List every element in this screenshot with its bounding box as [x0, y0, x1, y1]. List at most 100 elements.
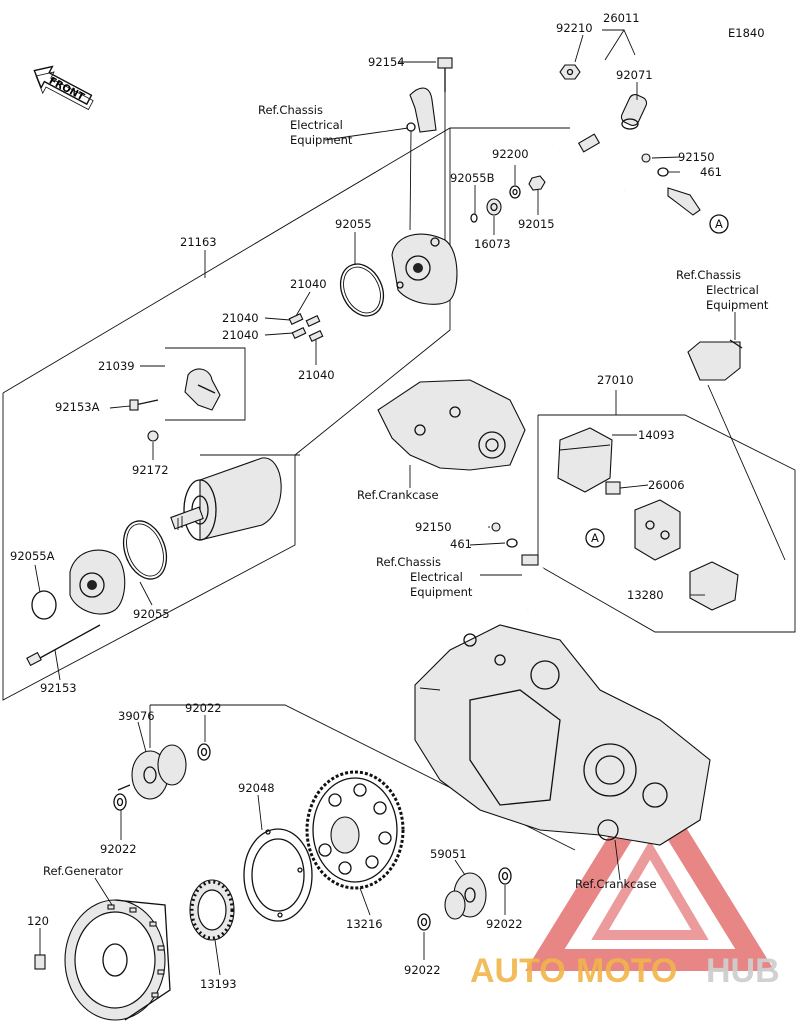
brushes-21040 — [288, 313, 324, 342]
label-92015: 92015 — [518, 217, 555, 231]
starter-clutch-gear-13216 — [305, 770, 405, 890]
ref-chassis-mid-line3: Equipment — [410, 585, 473, 599]
label-13216: 13216 — [346, 917, 383, 931]
gear-59051 — [444, 872, 487, 920]
oring-92055-lower — [122, 520, 168, 580]
ref-chassis-top-line1: Ref.Chassis — [258, 103, 323, 117]
label-13193: 13193 — [200, 977, 237, 991]
washer-92022-a — [197, 743, 211, 761]
label-13280: 13280 — [627, 588, 664, 602]
front-arrow-icon: FRONT — [33, 65, 94, 111]
starter-group-frame — [2, 127, 570, 701]
bolt-92154 — [437, 57, 453, 240]
nut-92210 — [559, 64, 581, 80]
watermark-hub: HUB — [706, 952, 780, 990]
terminal-A: A — [667, 187, 729, 234]
front-label: FRONT — [47, 76, 86, 104]
bolt-120 — [34, 940, 46, 970]
label-59051: 59051 — [430, 847, 467, 861]
label-461-mid: 461 — [450, 537, 472, 551]
ref-crankcase-mid: Ref.Crankcase — [357, 488, 439, 502]
label-120: 120 — [27, 914, 49, 928]
ref-chassis-top-line3: Equipment — [290, 133, 353, 147]
washer-92022-b — [113, 793, 127, 811]
label-92055-lower: 92055 — [133, 607, 170, 621]
watermark-auto: AUTO — [470, 952, 566, 990]
oring-92055-upper — [339, 263, 385, 317]
watermark-text: AUTO MOTO HUB — [470, 952, 780, 990]
ref-generator: Ref.Generator — [43, 864, 123, 878]
label-21040-a: 21040 — [290, 277, 327, 291]
crankcase-part-mid — [377, 379, 526, 488]
chassis-bracket-right — [687, 339, 786, 561]
label-39076: 39076 — [118, 709, 155, 723]
ref-chassis-top-line2: Electrical — [290, 118, 343, 132]
callout-A-mid: A — [591, 531, 599, 545]
label-26006: 26006 — [648, 478, 685, 492]
label-14093: 14093 — [638, 428, 675, 442]
ref-crankcase-bottom: Ref.Crankcase — [575, 877, 657, 891]
watermark-logo — [525, 769, 775, 971]
label-92150-top: 92150 — [678, 150, 715, 164]
seal-16073 — [486, 198, 502, 216]
ref-chassis-mid-line1: Ref.Chassis — [376, 555, 441, 569]
bracket-chassis-top — [406, 87, 437, 231]
label-461-top: 461 — [700, 165, 722, 179]
ref-chassis-right-line3: Equipment — [706, 298, 769, 312]
ref-chassis-right-line2: Electrical — [706, 283, 759, 297]
oring-92055B — [470, 213, 478, 223]
label-16073: 16073 — [474, 237, 511, 251]
label-27010: 27010 — [597, 373, 634, 387]
diagram-code: E1840 — [728, 26, 765, 40]
label-92200: 92200 — [492, 147, 529, 161]
label-92172: 92172 — [132, 463, 169, 477]
label-21040-c: 21040 — [222, 328, 259, 342]
ground-cable-mid — [521, 552, 550, 612]
screw-92150-mid — [491, 522, 518, 548]
crankcase-main — [414, 624, 711, 846]
one-way-clutch-13193 — [189, 879, 235, 941]
label-21163: 21163 — [180, 235, 217, 249]
cap-92071 — [620, 94, 648, 130]
label-92153: 92153 — [40, 681, 77, 695]
screw-92153A — [129, 399, 159, 411]
leader-lines — [34, 29, 736, 976]
label-21039: 21039 — [98, 359, 135, 373]
ref-chassis-right-line1: Ref.Chassis — [676, 268, 741, 282]
generator-rotor — [64, 899, 171, 1021]
nut-92015 — [528, 175, 546, 191]
label-92022-d: 92022 — [404, 963, 441, 977]
washer-92200 — [509, 185, 521, 199]
callout-A-top: A — [715, 217, 723, 231]
starter-end-cover — [391, 233, 458, 305]
starter-motor-body — [170, 457, 282, 541]
label-92022-a: 92022 — [185, 701, 222, 715]
label-92055-upper: 92055 — [335, 217, 372, 231]
bolt-92153 — [26, 624, 101, 667]
relay-14093 — [557, 427, 613, 493]
label-92150-mid: 92150 — [415, 520, 452, 534]
label-26011: 26011 — [603, 11, 640, 25]
part-labels: 92154 92210 26011 92071 92200 92055B 921… — [10, 11, 722, 991]
connector-26006 — [605, 481, 621, 495]
label-92210: 92210 — [556, 21, 593, 35]
brush-holder-21039 — [165, 347, 246, 421]
label-92022-c: 92022 — [486, 917, 523, 931]
ref-chassis-mid-line2: Electrical — [410, 570, 463, 584]
label-92055B: 92055B — [450, 171, 495, 185]
gasket-92048 — [243, 828, 313, 922]
cover-13280 — [689, 561, 739, 611]
idle-gear-39076 — [117, 744, 187, 800]
reference-labels: Ref.Chassis Electrical Equipment Ref.Cha… — [43, 103, 769, 891]
label-92022-b: 92022 — [100, 842, 137, 856]
label-92071: 92071 — [616, 68, 653, 82]
washer-92022-c — [498, 867, 512, 885]
label-92055A: 92055A — [10, 549, 55, 563]
label-92153A: 92153A — [55, 400, 100, 414]
watermark-moto: MOTO — [576, 952, 677, 990]
starter-front-cover — [31, 549, 126, 620]
cable-26011 — [559, 59, 701, 231]
label-92048: 92048 — [238, 781, 275, 795]
label-21040-b: 21040 — [222, 311, 259, 325]
